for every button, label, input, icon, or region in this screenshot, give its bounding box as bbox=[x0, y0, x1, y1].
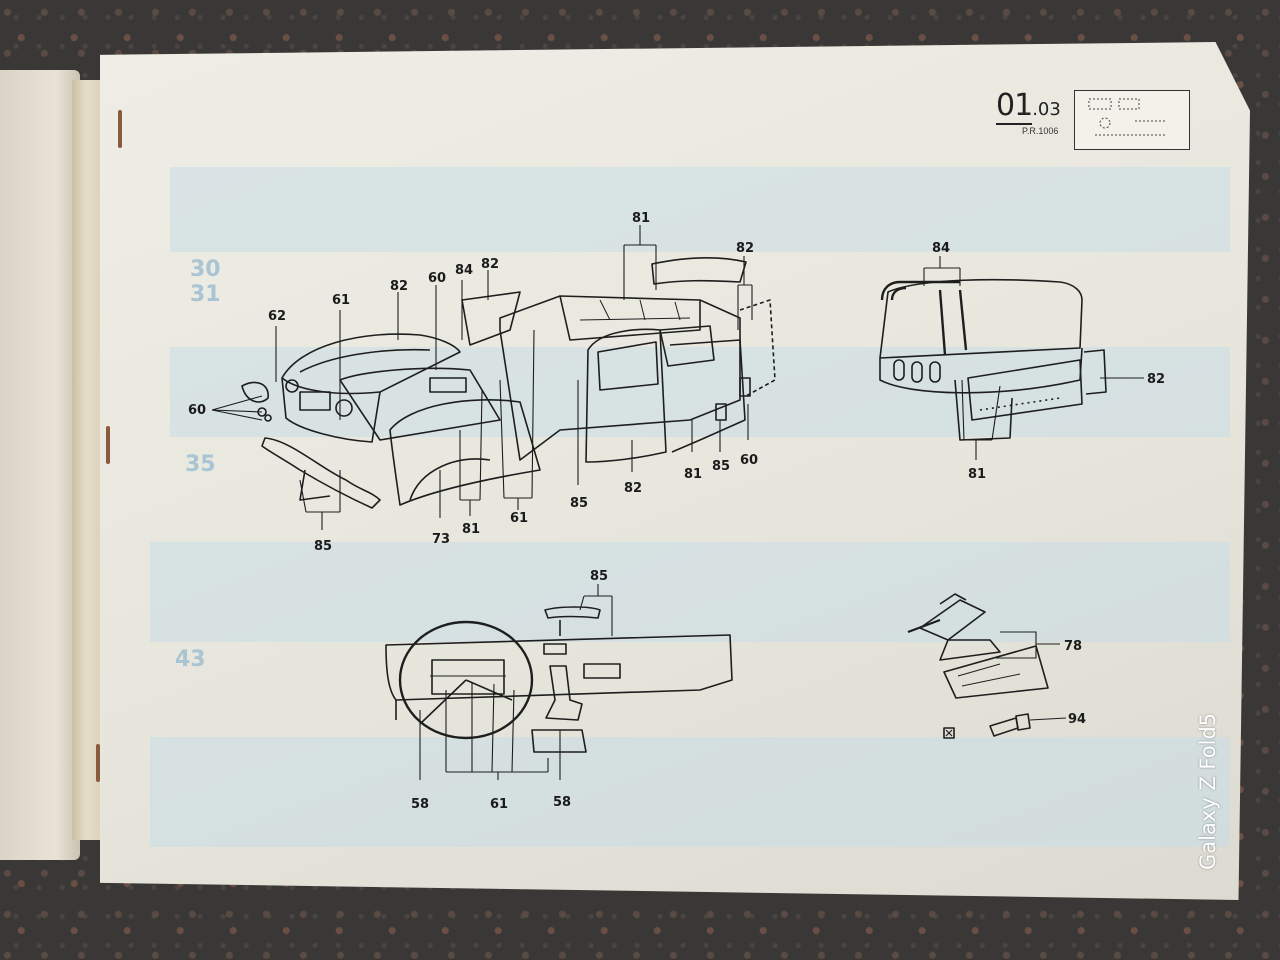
camera-watermark: Galaxy Z Fold5 bbox=[1196, 712, 1220, 870]
callout-82: 82 bbox=[624, 481, 642, 496]
ghost-band bbox=[170, 167, 1230, 252]
callout-84: 84 bbox=[455, 263, 473, 278]
callout-61: 61 bbox=[490, 797, 508, 812]
ghost-band bbox=[150, 737, 1230, 847]
callout-82: 82 bbox=[736, 241, 754, 256]
cross-marker bbox=[943, 727, 955, 739]
vehicle-thumbnail-box bbox=[1074, 90, 1190, 150]
callout-81: 81 bbox=[684, 467, 702, 482]
car-body-exploded bbox=[241, 256, 776, 509]
callout-61: 61 bbox=[510, 511, 528, 526]
callout-81: 81 bbox=[632, 211, 650, 226]
callout-60: 60 bbox=[740, 453, 758, 468]
callout-labels: 62 61 82 60 84 82 81 82 60 85 73 81 61 8… bbox=[188, 211, 1165, 812]
page-reference: 01.03 bbox=[996, 88, 1061, 125]
callout-84: 84 bbox=[932, 241, 950, 256]
callout-60: 60 bbox=[188, 403, 206, 418]
dashboard-assembly bbox=[385, 606, 733, 753]
left-page-edge bbox=[0, 70, 80, 860]
callout-60: 60 bbox=[428, 271, 446, 286]
ghost-number: 43 bbox=[175, 647, 206, 672]
leader-lines bbox=[211, 225, 1144, 780]
callout-58: 58 bbox=[411, 797, 429, 812]
ghost-band bbox=[150, 542, 1230, 642]
page-ref-code: P.R.1006 bbox=[1022, 126, 1059, 136]
callout-85: 85 bbox=[590, 569, 608, 584]
callout-85: 85 bbox=[314, 539, 332, 554]
callout-58: 58 bbox=[553, 795, 571, 810]
callout-82: 82 bbox=[390, 279, 408, 294]
ghost-number: 35 bbox=[185, 452, 216, 477]
staple bbox=[96, 744, 100, 782]
callout-73: 73 bbox=[432, 532, 450, 547]
callout-61: 61 bbox=[332, 293, 350, 308]
callout-94: 94 bbox=[1068, 712, 1086, 727]
canvas-top-variant bbox=[879, 278, 1107, 441]
callout-78: 78 bbox=[1064, 639, 1082, 654]
staple bbox=[118, 110, 122, 148]
staple bbox=[106, 426, 110, 464]
callout-85: 85 bbox=[712, 459, 730, 474]
callout-81: 81 bbox=[968, 467, 986, 482]
callout-81: 81 bbox=[462, 522, 480, 537]
callout-85: 85 bbox=[570, 496, 588, 511]
callout-62: 62 bbox=[268, 309, 286, 324]
jack-and-tools bbox=[907, 593, 1049, 699]
callout-82: 82 bbox=[1147, 372, 1165, 387]
page-ref-main: 01 bbox=[996, 88, 1033, 125]
vehicle-thumbnail bbox=[1088, 98, 1165, 136]
bolt-94 bbox=[989, 713, 1031, 737]
callout-82: 82 bbox=[481, 257, 499, 272]
page-ref-sub: .03 bbox=[1032, 99, 1061, 120]
